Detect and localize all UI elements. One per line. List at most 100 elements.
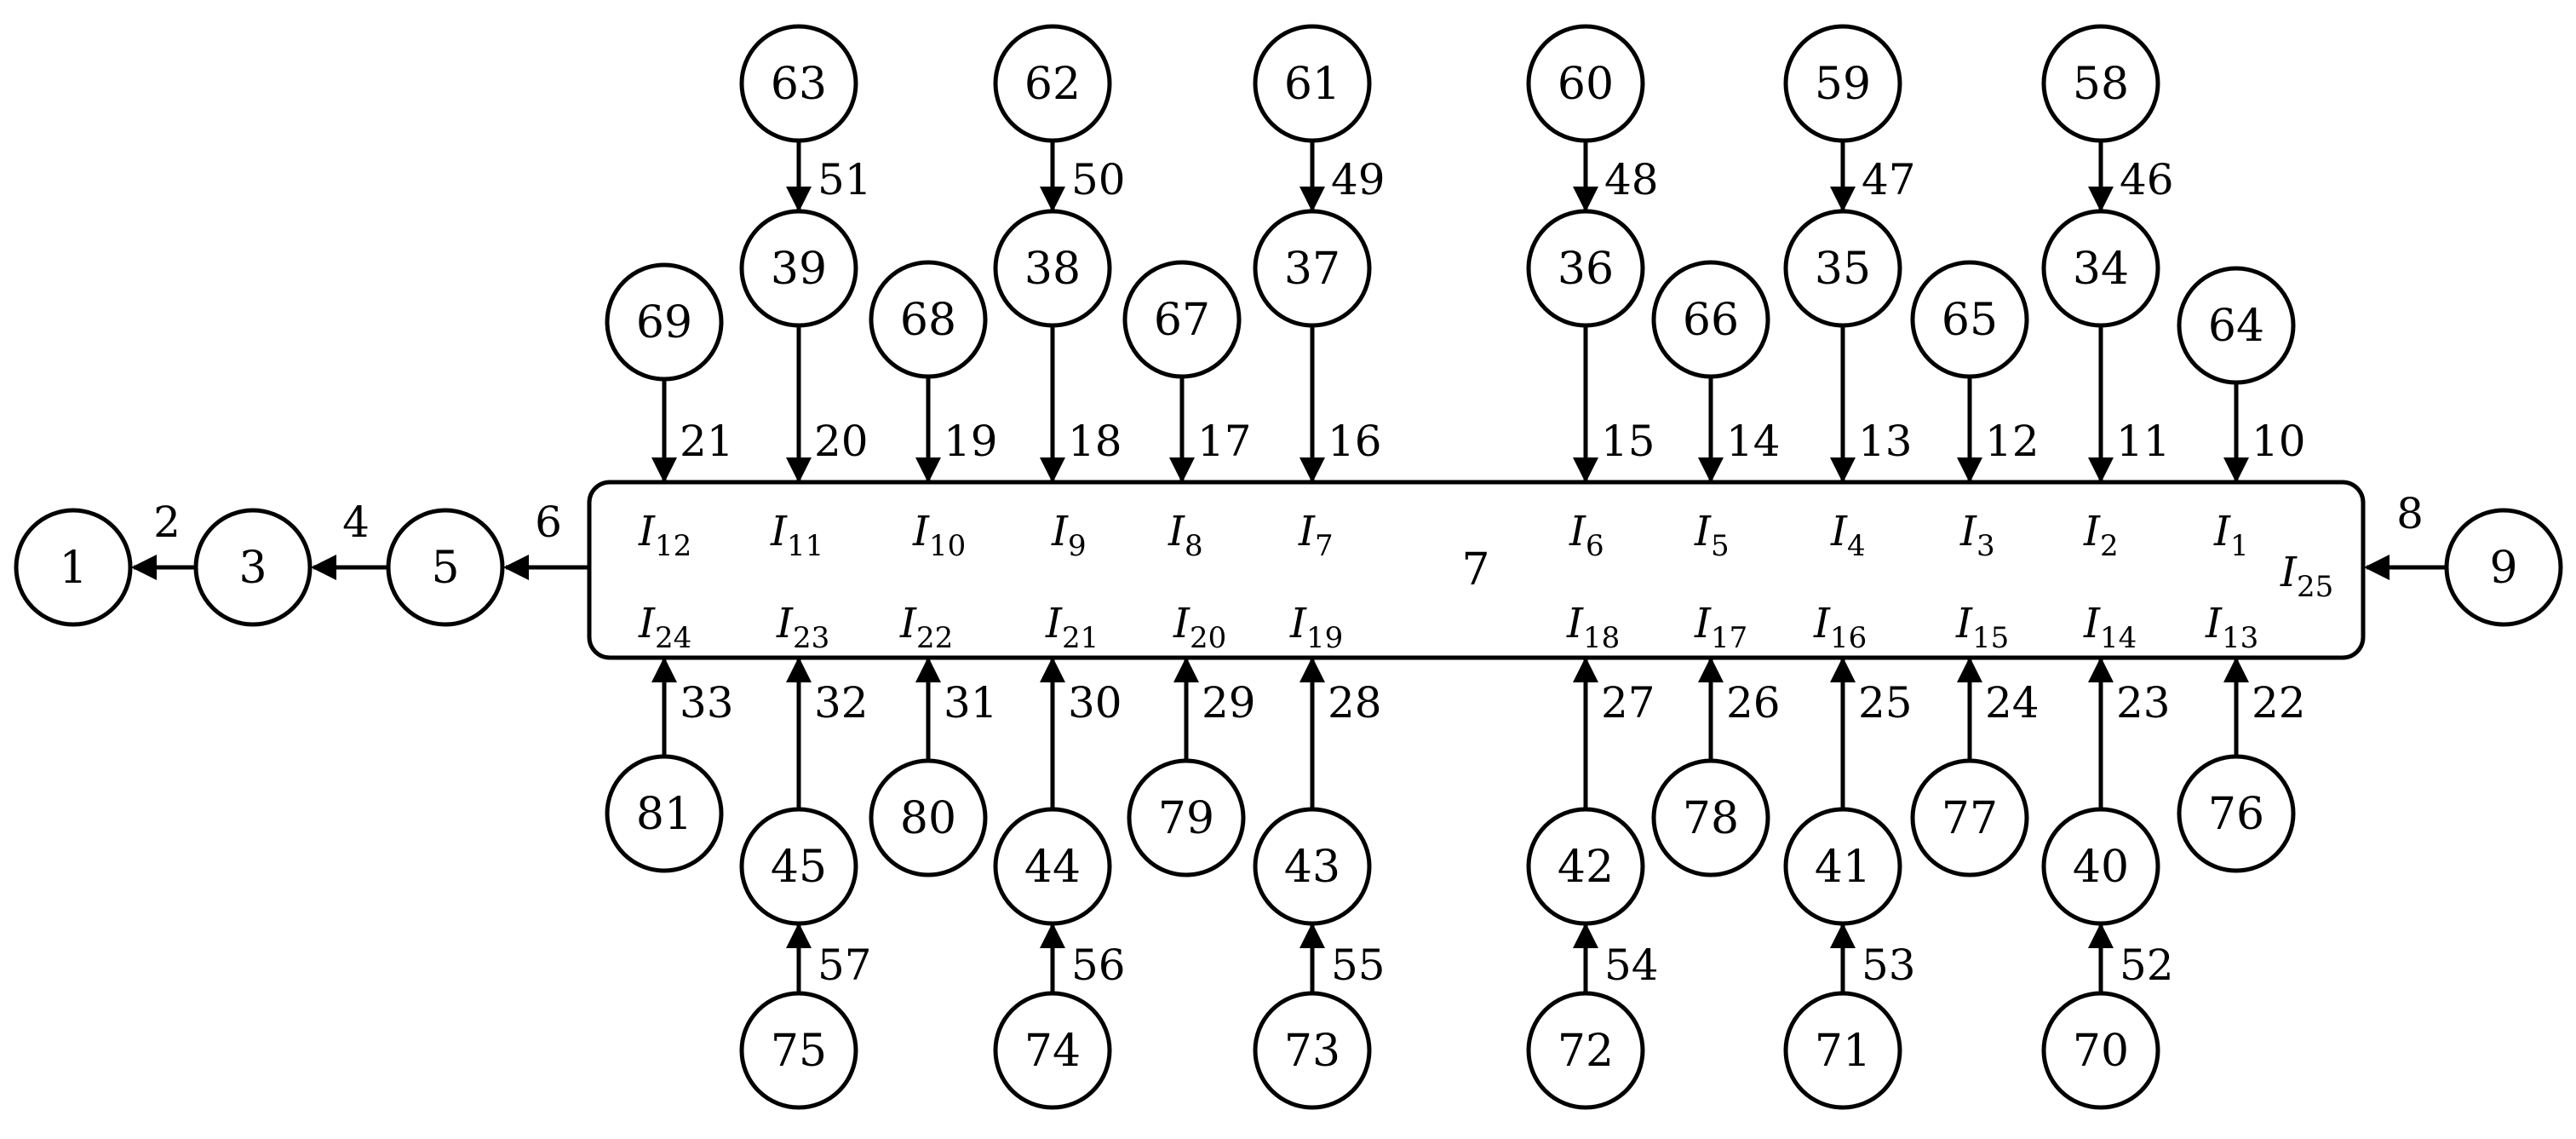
- node-60: 60: [1526, 24, 1645, 143]
- node-39: 39: [739, 209, 858, 328]
- bus-label: 7: [1461, 544, 1489, 595]
- node-66: 66: [1651, 260, 1770, 379]
- current-label-1: I1: [2213, 508, 2249, 563]
- current-label-22: I22: [899, 600, 953, 655]
- node-label: 1: [59, 543, 87, 594]
- node-circle: [605, 262, 724, 382]
- edge-23: 23: [2088, 657, 2171, 809]
- node-circle: [1253, 991, 1372, 1110]
- node-44: 44: [993, 807, 1112, 926]
- node-label: 42: [1558, 842, 1614, 893]
- edge-label: 49: [1331, 155, 1386, 204]
- edge-label: 17: [1197, 417, 1252, 466]
- current-label-25: I25: [2280, 549, 2333, 604]
- node-78: 78: [1651, 758, 1770, 877]
- node-circle: [2041, 807, 2160, 926]
- node-circle: [1910, 260, 2029, 379]
- edge-53: 53: [1830, 923, 1916, 993]
- node-circle: [1526, 991, 1645, 1110]
- node-5: 5: [386, 508, 505, 627]
- node-label: 66: [1683, 295, 1739, 346]
- node-label: 74: [1024, 1026, 1081, 1077]
- edge-28: 28: [1299, 657, 1382, 809]
- edge-label: 31: [944, 678, 998, 728]
- edge-25: 25: [1830, 657, 1913, 809]
- node-circle: [2041, 209, 2160, 328]
- node-label: 34: [2073, 244, 2129, 295]
- edge-32: 32: [786, 657, 869, 809]
- node-circle: [14, 508, 133, 627]
- current-label-16: I16: [1813, 600, 1867, 655]
- node-label: 71: [1815, 1026, 1871, 1077]
- edge-29: 29: [1173, 657, 1256, 761]
- edge-16: 16: [1299, 325, 1382, 483]
- edge-27: 27: [1573, 657, 1655, 809]
- edge-label: 18: [1068, 417, 1122, 466]
- edge-52: 52: [2088, 923, 2174, 993]
- node-circle: [993, 209, 1112, 328]
- edge-47: 47: [1830, 141, 1916, 212]
- edge-8: 8: [2364, 489, 2447, 580]
- node-circle: [1910, 758, 2029, 877]
- edge-label: 16: [1328, 417, 1382, 466]
- node-circle: [605, 754, 724, 873]
- edge-label: 55: [1331, 941, 1386, 990]
- edge-label: 22: [2252, 678, 2306, 728]
- node-label: 75: [771, 1026, 827, 1077]
- node-label: 62: [1024, 59, 1081, 110]
- edge-24: 24: [1957, 657, 2040, 761]
- node-label: 70: [2073, 1026, 2129, 1077]
- edge-label: 10: [2252, 417, 2306, 466]
- edge-label: 51: [818, 155, 872, 204]
- edge-label: 53: [1862, 941, 1916, 990]
- node-1: 1: [14, 508, 133, 627]
- node-circle: [869, 260, 988, 379]
- edge-label: 57: [818, 941, 872, 990]
- current-label-14: I14: [2083, 600, 2137, 655]
- edge-54: 54: [1573, 923, 1659, 993]
- node-label: 36: [1558, 244, 1614, 295]
- node-65: 65: [1910, 260, 2029, 379]
- edge-label: 24: [1985, 678, 2040, 728]
- node-79: 79: [1127, 758, 1246, 877]
- node-59: 59: [1783, 24, 1902, 143]
- node-label: 80: [900, 793, 956, 844]
- edge-label: 19: [944, 417, 998, 466]
- node-circle: [386, 508, 505, 627]
- edge-label: 48: [1604, 155, 1659, 204]
- node-label: 60: [1558, 59, 1614, 110]
- edge-55: 55: [1299, 923, 1386, 993]
- node-label: 9: [2489, 543, 2517, 594]
- edge-label: 50: [1071, 155, 1126, 204]
- edge-48: 48: [1573, 141, 1659, 212]
- node-68: 68: [869, 260, 988, 379]
- edge-label: 52: [2120, 941, 2174, 990]
- current-label-3: I3: [1959, 508, 1995, 563]
- edge-label: 13: [1858, 417, 1913, 466]
- current-label-10: I10: [912, 508, 966, 563]
- node-label: 44: [1024, 842, 1081, 893]
- edge-46: 46: [2088, 141, 2174, 212]
- node-63: 63: [739, 24, 858, 143]
- current-label-18: I18: [1566, 600, 1620, 655]
- edge-label: 4: [342, 498, 370, 547]
- current-label-6: I6: [1569, 508, 1604, 563]
- node-label: 68: [900, 295, 956, 346]
- node-circle: [993, 24, 1112, 143]
- node-43: 43: [1253, 807, 1372, 926]
- edge-label: 15: [1601, 417, 1655, 466]
- node-circle: [1526, 209, 1645, 328]
- current-label-8: I8: [1168, 508, 1203, 563]
- edge-4: 4: [311, 498, 388, 580]
- edge-label: 23: [2116, 678, 2171, 728]
- node-80: 80: [869, 758, 988, 877]
- node-label: 73: [1284, 1026, 1340, 1077]
- node-circle: [739, 24, 858, 143]
- current-label-7: I7: [1298, 508, 1334, 563]
- edge-49: 49: [1299, 141, 1386, 212]
- edge-label: 28: [1328, 678, 1382, 728]
- edge-30: 30: [1040, 657, 1122, 809]
- node-label: 76: [2208, 789, 2264, 840]
- edge-label: 14: [1726, 417, 1781, 466]
- node-71: 71: [1783, 991, 1902, 1110]
